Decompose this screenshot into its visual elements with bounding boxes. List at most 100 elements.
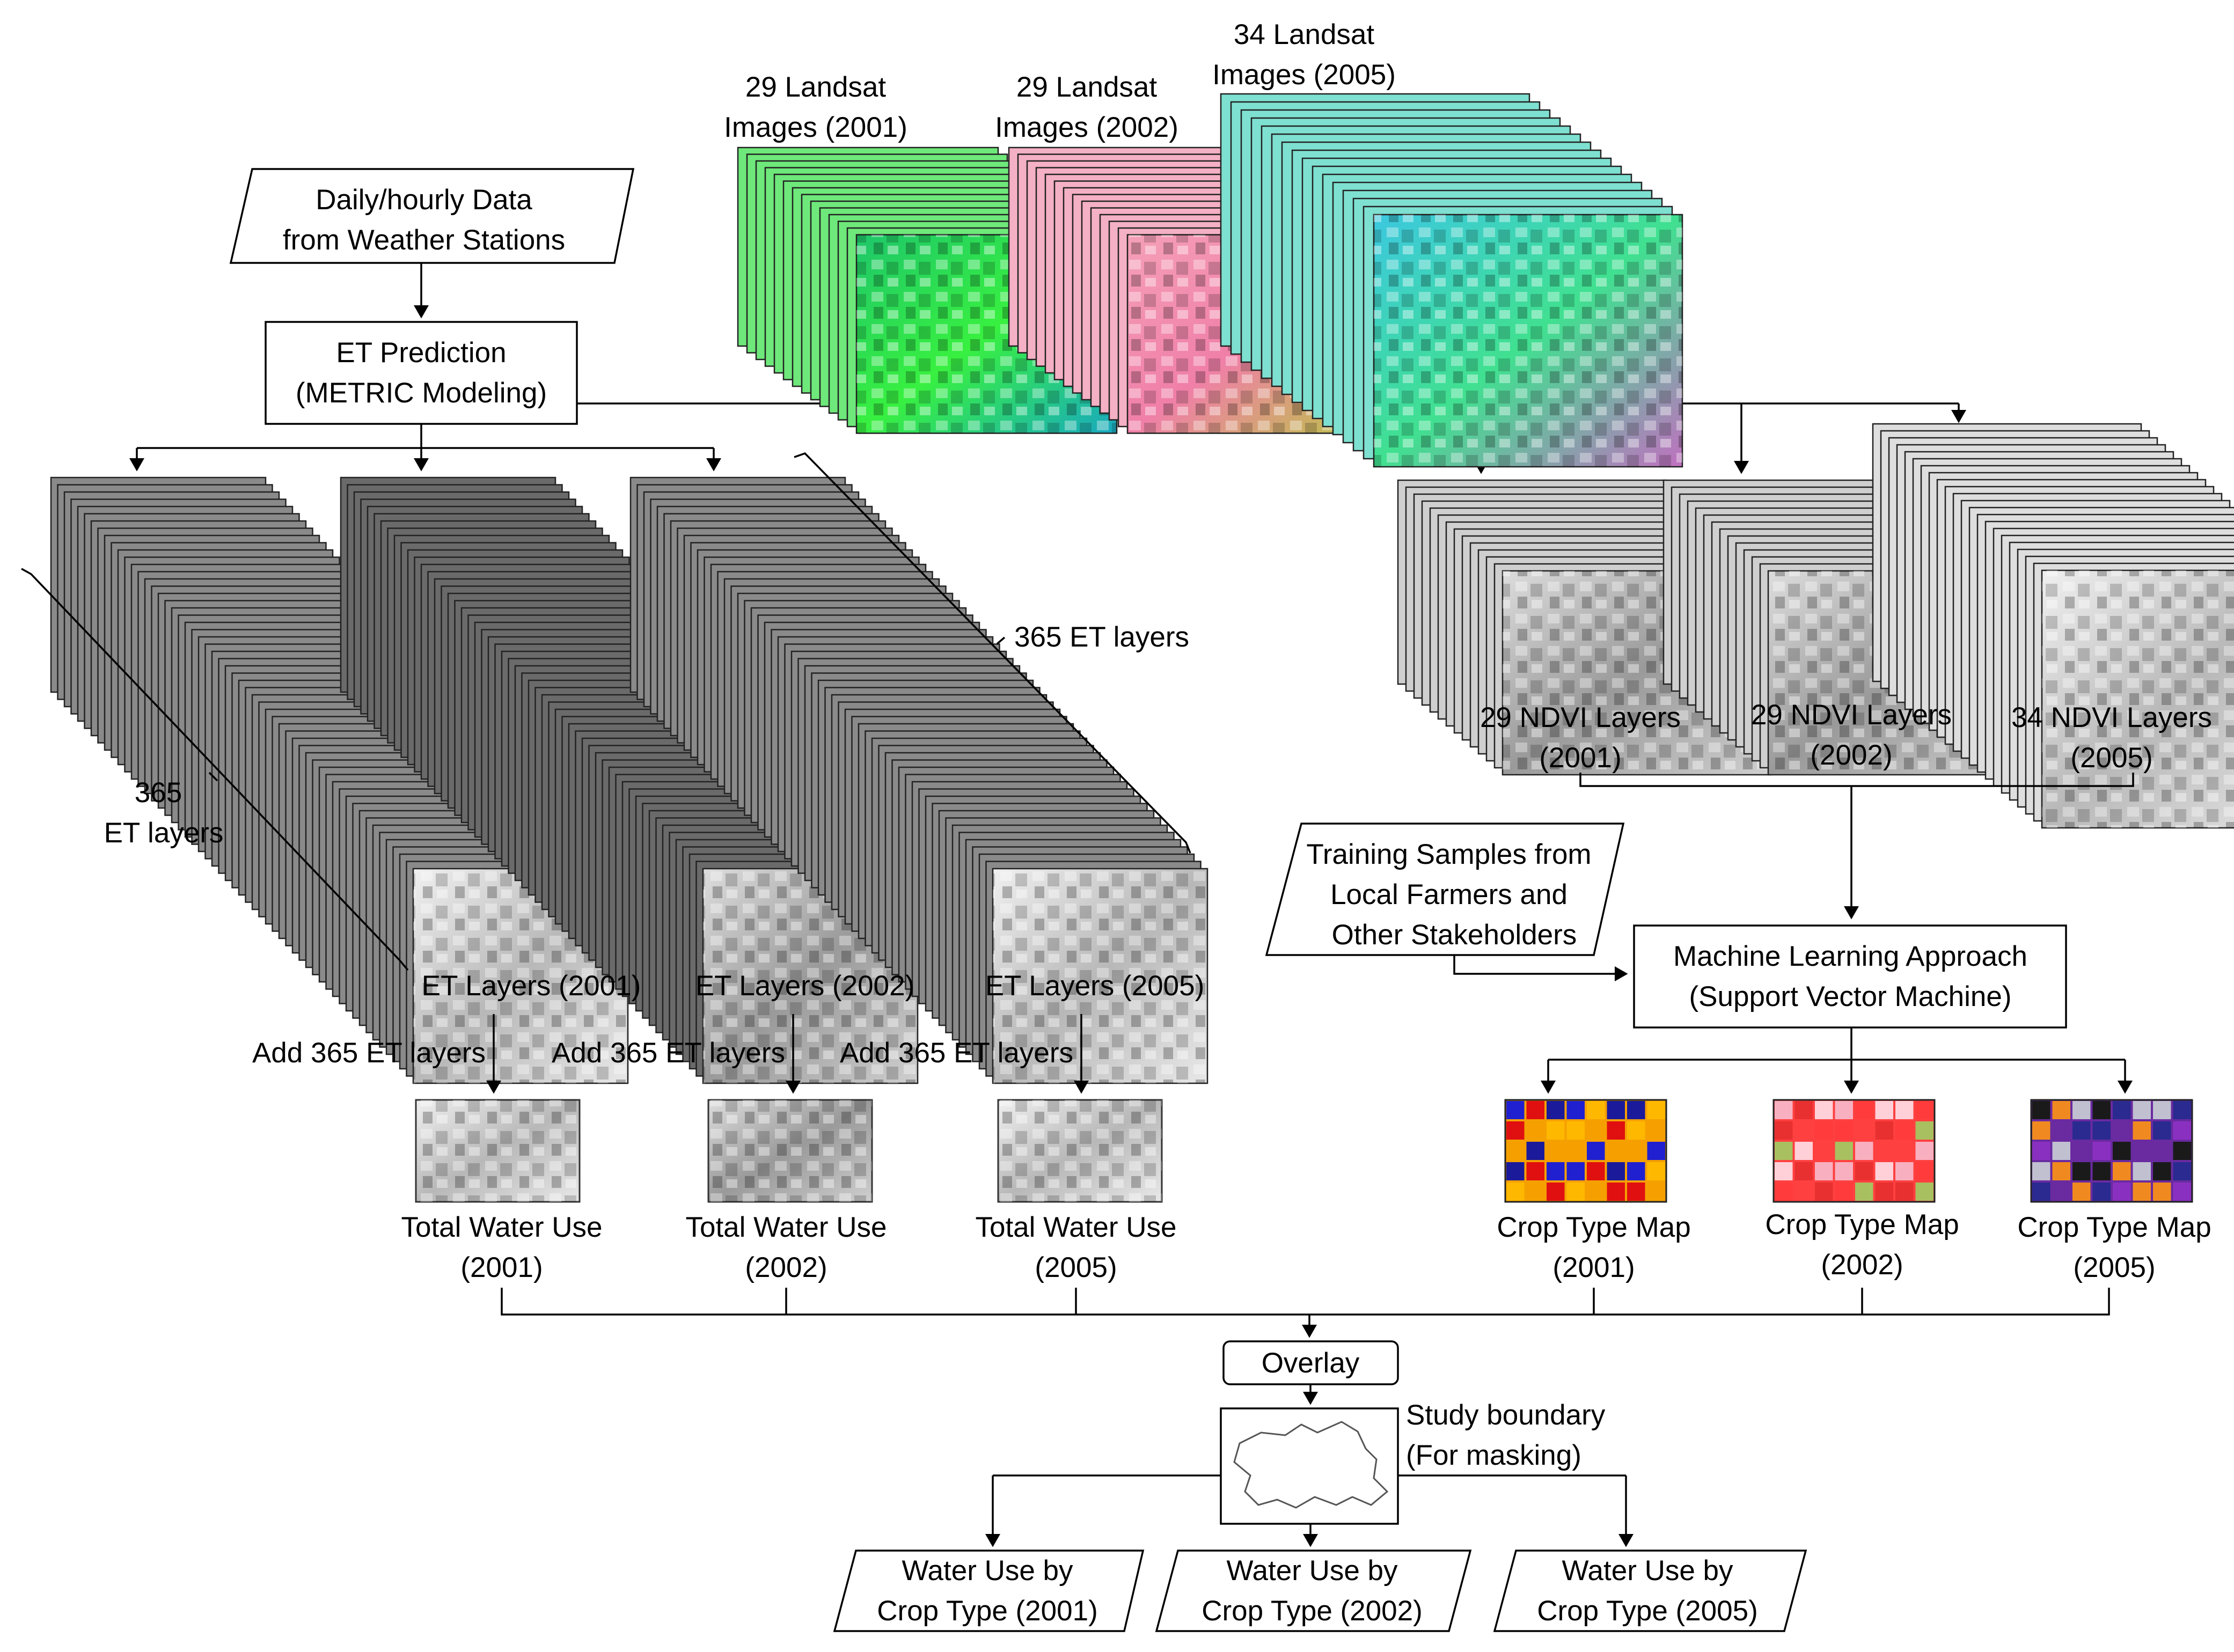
crop-2005-field: [2173, 1142, 2191, 1160]
crop-2001-field: [1547, 1162, 1565, 1180]
crop-2005-field: [2032, 1162, 2050, 1180]
crop-map-2001-line1: Crop Type Map: [1497, 1212, 1690, 1243]
landsat-2001-line2: Images (2001): [724, 112, 907, 143]
crop-2002-field: [1895, 1101, 1914, 1119]
crop-2005-field: [2052, 1183, 2070, 1201]
water-use-2001-line2: Crop Type (2001): [877, 1595, 1097, 1627]
crop-2005-field: [2133, 1162, 2151, 1180]
crop-2002-field: [1895, 1183, 1914, 1201]
crop-2005-field: [2173, 1121, 2191, 1140]
landsat-2005-stack-texture: [1374, 215, 1682, 467]
et-prediction-line2: (METRIC Modeling): [296, 377, 547, 409]
crop-2001-field: [1566, 1121, 1585, 1140]
ndvi-2005-stack: [1872, 423, 2234, 829]
et-prediction-box: [265, 321, 578, 425]
ndvi-2001-line2: (2001): [1539, 742, 1621, 774]
crop-2001-field: [1607, 1142, 1625, 1160]
water-use-crop-2001: [833, 1550, 1145, 1632]
crop-2005-field: [2032, 1142, 2050, 1160]
weather-data-input: [229, 168, 635, 264]
total-water-2005-line2: (2005): [1035, 1252, 1117, 1283]
crop-2002-field: [1915, 1142, 1933, 1160]
crop-2005-field: [2153, 1183, 2171, 1201]
crop-2001-field: [1627, 1183, 1645, 1201]
crop-2001-field: [1647, 1101, 1665, 1119]
crop-2002-field: [1815, 1121, 1833, 1140]
total-water-2002-line2: (2002): [745, 1252, 827, 1283]
total-water-2002-line1: Total Water Use: [685, 1212, 887, 1243]
et-layers-2005-label: ET Layers (2005): [985, 970, 1205, 1002]
crop-2005-field: [2092, 1142, 2111, 1160]
ml-line2: (Support Vector Machine): [1689, 981, 2012, 1012]
crop-2002-field: [1915, 1183, 1933, 1201]
ndvi-2001-line1: 29 NDVI Layers: [1480, 702, 1681, 733]
crop-map-2001-image: [1504, 1099, 1667, 1203]
crop-2005-field: [2113, 1162, 2131, 1180]
crop-2005-field: [2052, 1101, 2070, 1119]
landsat-2002-line1: 29 Landsat: [1016, 71, 1158, 103]
crop-2005-field: [2092, 1121, 2111, 1140]
total-water-2005-image: [997, 1099, 1163, 1203]
crop-map-2002-line1: Crop Type Map: [1765, 1209, 1959, 1240]
ml-approach-box: [1633, 924, 2067, 1029]
crop-2005-field: [2153, 1101, 2171, 1119]
crop-2001-field: [1627, 1162, 1645, 1180]
crop-2002-field: [1915, 1101, 1933, 1119]
crop-2001-field: [1587, 1142, 1605, 1160]
crop-2005-field: [2032, 1183, 2050, 1201]
crop-2002-field: [1915, 1121, 1933, 1140]
et-2001-stack: [50, 476, 629, 1084]
water-use-crop-2002: [1155, 1550, 1472, 1632]
crop-map-2002-line2: (2002): [1821, 1249, 1903, 1281]
crop-2002-field: [1835, 1183, 1853, 1201]
crop-2002-field: [1855, 1101, 1873, 1119]
water-use-2005-line1: Water Use by: [1562, 1555, 1733, 1587]
water-use-crop-2005: [1493, 1550, 1807, 1632]
weather-label-line2: from Weather Stations: [283, 224, 565, 256]
crop-2002-field: [1875, 1183, 1893, 1201]
training-line3: Other Stakeholders: [1332, 919, 1577, 951]
crop-2002-field: [1835, 1101, 1853, 1119]
ndvi-2005-stack-texture: [2042, 570, 2234, 828]
et-2005-stack: [629, 476, 1208, 1084]
crop-2005-field: [2072, 1183, 2091, 1201]
ml-line1: Machine Learning Approach: [1673, 941, 2027, 972]
crop-2005-field: [2092, 1183, 2111, 1201]
crop-2001-field: [1607, 1162, 1625, 1180]
crop-2005-field: [2072, 1142, 2091, 1160]
et-2005-stack-texture: [993, 869, 1207, 1083]
crop-2002-field: [1875, 1101, 1893, 1119]
crop-2005-field: [2052, 1162, 2070, 1180]
crop-2002-field: [1875, 1142, 1893, 1160]
crop-2001-field: [1587, 1162, 1605, 1180]
total-water-2005-line1: Total Water Use: [975, 1212, 1176, 1243]
crop-2002-field: [1775, 1162, 1793, 1180]
study-boundary-line2: (For masking): [1406, 1440, 1581, 1471]
crop-2005-field: [2113, 1183, 2131, 1201]
ndvi-2002-line1: 29 NDVI Layers: [1751, 699, 1952, 731]
crop-2002-field: [1855, 1162, 1873, 1180]
crop-2005-field: [2153, 1121, 2171, 1140]
crop-2005-field: [2133, 1101, 2151, 1119]
crop-2002-field: [1815, 1183, 1833, 1201]
crop-2001-field: [1566, 1142, 1585, 1160]
overlay-label: Overlay: [1262, 1347, 1360, 1379]
add-et-2005-label: Add 365 ET layers: [840, 1037, 1073, 1069]
crop-2001-field: [1506, 1142, 1525, 1160]
crop-2002-field: [1835, 1121, 1853, 1140]
crop-2001-field: [1566, 1183, 1585, 1201]
landsat-2005-line2: Images (2005): [1212, 59, 1396, 91]
crop-2001-field: [1547, 1142, 1565, 1160]
crop-2001-field: [1526, 1121, 1544, 1140]
crop-2002-field: [1895, 1142, 1914, 1160]
et-right-bracket-label: 365 ET layers: [1014, 621, 1189, 653]
crop-2005-field: [2092, 1101, 2111, 1119]
crop-2001-field: [1587, 1101, 1605, 1119]
crop-2005-field: [2133, 1183, 2151, 1201]
crop-2002-field: [1895, 1162, 1914, 1180]
landsat-2005-stack: [1220, 93, 1683, 468]
et-layers-2002-label: ET Layers (2002): [695, 970, 915, 1002]
crop-2002-field: [1794, 1121, 1813, 1140]
training-samples-input: [1265, 823, 1625, 956]
crop-2002-field: [1855, 1183, 1873, 1201]
